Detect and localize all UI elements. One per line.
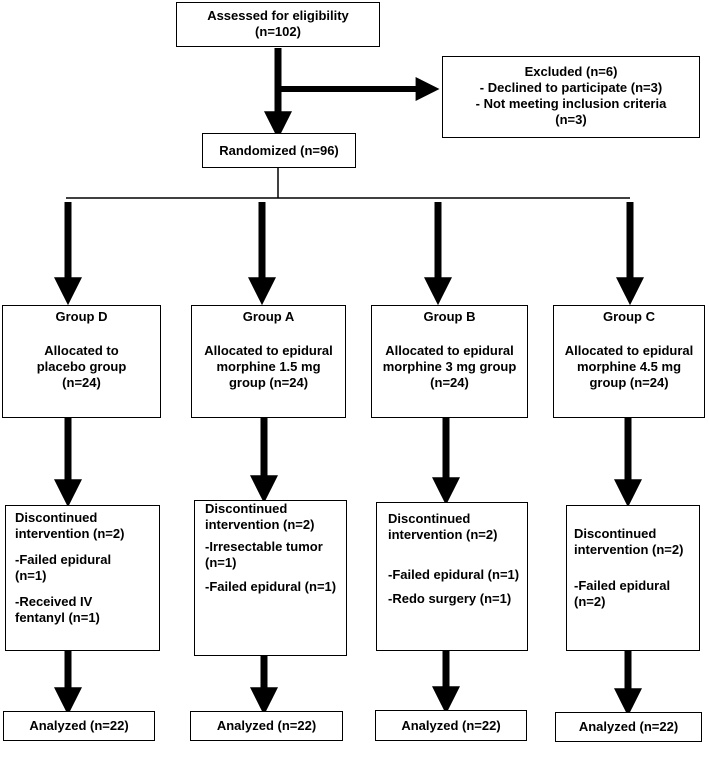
allocation-text: morphine 4.5 mg [576, 359, 682, 374]
allocation-count: (n=24) [62, 375, 101, 390]
allocation-text: Allocated to epidural [204, 343, 333, 358]
discontinued-reason: -Irresectable tumor [205, 539, 323, 554]
allocation-count: group (n=24) [589, 375, 669, 390]
discontinued-label: Discontinued [388, 511, 471, 526]
discontinued-reason: -Failed epidural [15, 552, 112, 567]
discontinued-box-group-c: Discontinued intervention (n=2) -Failed … [566, 505, 700, 651]
discontinued-box-group-d: Discontinued intervention (n=2) -Failed … [5, 505, 160, 651]
discontinued-reason: (n=1) [15, 568, 47, 583]
allocation-text: morphine 1.5 mg [216, 359, 321, 374]
allocation-count: group (n=24) [228, 375, 309, 390]
discontinued-reason: -Failed epidural (n=1) [205, 579, 337, 594]
allocation-text: morphine 3 mg group [382, 359, 517, 374]
discontinued-label: intervention (n=2) [388, 527, 498, 542]
discontinued-box-group-a: Discontinued intervention (n=2) -Irresec… [194, 500, 347, 656]
group-title: Group B [423, 309, 476, 324]
assessed-label: Assessed for eligibility [207, 8, 349, 23]
discontinued-reason: -Failed epidural [574, 578, 671, 593]
analyzed-label: Analyzed (n=22) [578, 719, 679, 734]
excluded-reason-criteria-count: (n=3) [555, 112, 587, 127]
randomized-box: Randomized (n=96) [202, 133, 356, 168]
discontinued-reason: (n=2) [574, 594, 606, 609]
discontinued-label: intervention (n=2) [574, 542, 684, 557]
discontinued-label: intervention (n=2) [15, 526, 125, 541]
discontinued-label: Discontinued [15, 510, 98, 525]
discontinued-label: Discontinued [574, 526, 657, 541]
discontinued-label: intervention (n=2) [205, 517, 315, 532]
analyzed-box-group-a: Analyzed (n=22) [190, 711, 343, 741]
discontinued-reason: fentanyl (n=1) [15, 610, 100, 625]
allocation-box-group-b: Group B Allocated to epidural morphine 3… [371, 305, 528, 418]
randomized-label: Randomized (n=96) [219, 143, 339, 158]
excluded-reason-criteria: - Not meeting inclusion criteria [475, 96, 667, 111]
group-title: Group D [55, 309, 108, 324]
discontinued-reason: (n=1) [205, 555, 237, 570]
assessed-box: Assessed for eligibility (n=102) [176, 2, 380, 47]
allocation-box-group-a: Group A Allocated to epidural morphine 1… [191, 305, 346, 418]
analyzed-label: Analyzed (n=22) [216, 718, 317, 733]
allocation-box-group-d: Group D Allocated to placebo group (n=24… [2, 305, 161, 418]
allocation-box-group-c: Group C Allocated to epidural morphine 4… [553, 305, 705, 418]
discontinued-box-group-b: Discontinued intervention (n=2) -Failed … [376, 502, 528, 651]
discontinued-reason: -Failed epidural (n=1) [388, 567, 520, 582]
analyzed-box-group-b: Analyzed (n=22) [375, 710, 527, 741]
analyzed-box-group-d: Analyzed (n=22) [3, 711, 155, 741]
excluded-title: Excluded (n=6) [524, 64, 618, 79]
discontinued-reason: -Redo surgery (n=1) [388, 591, 512, 606]
excluded-reason-declined: - Declined to participate (n=3) [479, 80, 663, 95]
analyzed-label: Analyzed (n=22) [29, 718, 129, 733]
assessed-count: (n=102) [255, 24, 301, 39]
allocation-text: Allocated to epidural [385, 343, 514, 358]
analyzed-box-group-c: Analyzed (n=22) [555, 712, 702, 742]
allocation-text: Allocated to epidural [564, 343, 694, 358]
allocation-text: Allocated to [44, 343, 119, 358]
allocation-text: placebo group [36, 359, 127, 374]
discontinued-label: Discontinued [205, 501, 288, 516]
excluded-box: Excluded (n=6) - Declined to participate… [442, 56, 700, 138]
group-title: Group C [603, 309, 655, 324]
allocation-count: (n=24) [430, 375, 469, 390]
group-title: Group A [242, 309, 295, 324]
discontinued-reason: -Received IV [15, 594, 93, 609]
analyzed-label: Analyzed (n=22) [401, 718, 501, 733]
